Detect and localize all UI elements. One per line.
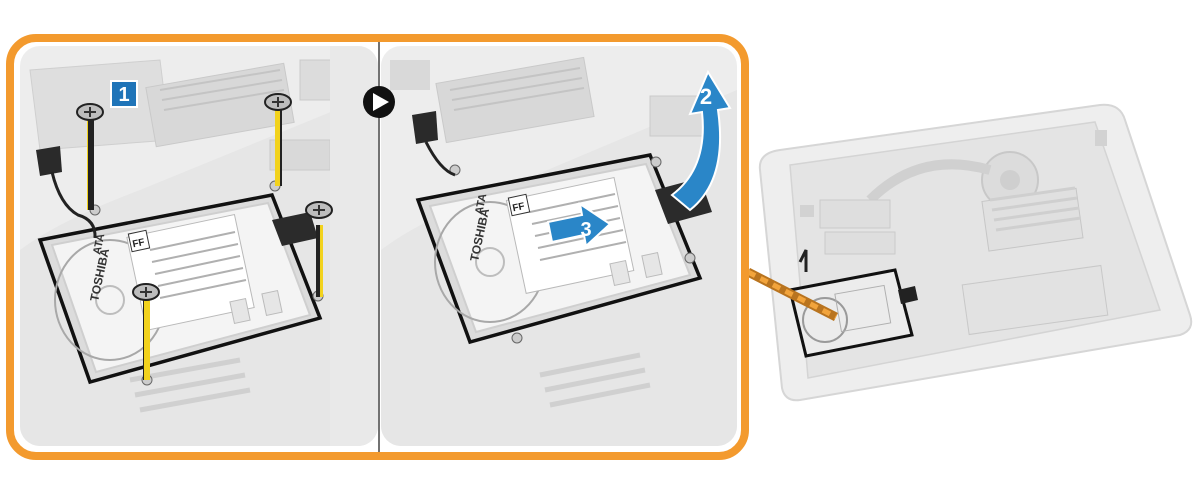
- step-1-badge: 1: [110, 80, 138, 108]
- drive-cert-left: FF: [132, 237, 146, 250]
- overview-hard-drive: [788, 249, 918, 358]
- play-circle-icon: [363, 86, 395, 118]
- screw-bottom: [132, 283, 160, 301]
- screw-top-left: [76, 103, 104, 121]
- step-3-label: 3: [580, 219, 591, 241]
- arrow-2-lift: 2: [670, 69, 732, 212]
- screw-right: [305, 201, 333, 219]
- step-panel-right: TOSHIBA ATA FF 2 3: [381, 46, 737, 446]
- drive-ata-left: ATA: [91, 233, 107, 256]
- drive-cert-right: FF: [512, 201, 526, 214]
- hard-drive-right: TOSHIBA ATA FF: [415, 153, 703, 345]
- screw-top-right: [264, 93, 292, 111]
- arrow-3-slide: 3: [546, 201, 612, 248]
- step-2-label: 2: [700, 84, 712, 109]
- hard-drive-left: TOSHIBA ATA FF: [36, 146, 324, 386]
- step-1-label: 1: [118, 84, 129, 106]
- drive-ata-right: ATA: [473, 193, 489, 216]
- screw-guides: [87, 110, 323, 380]
- laptop-overview: [758, 103, 1193, 402]
- step-panel-left: TOSHIBA ATA FF: [20, 46, 378, 446]
